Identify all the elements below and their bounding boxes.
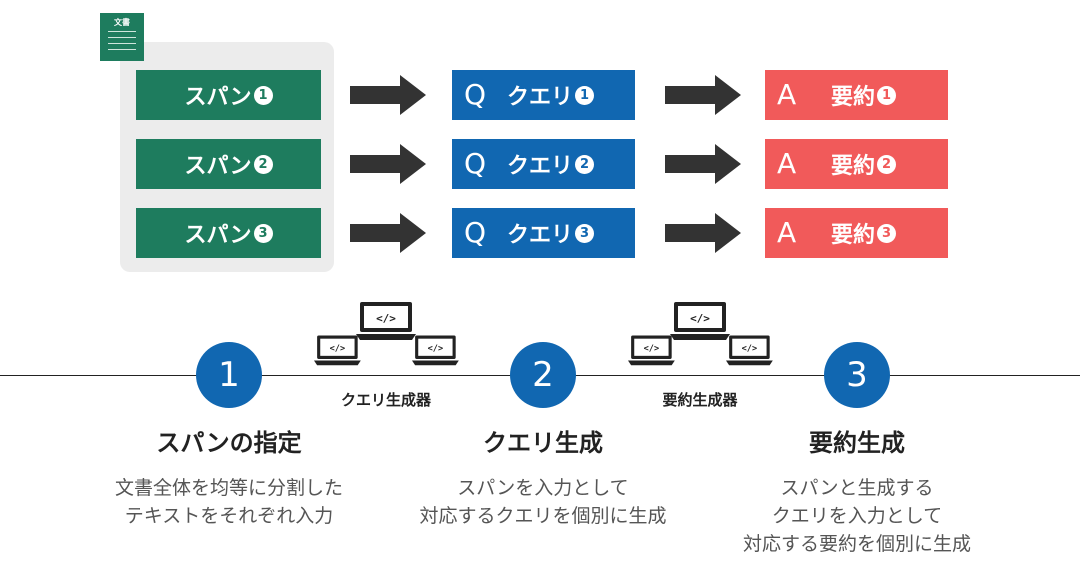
arrow-right-icon (350, 144, 426, 184)
summary-label: 要約 (830, 154, 875, 179)
step-desc-line: 対応する要約を個別に生成 (742, 533, 971, 555)
query-number: 3 (575, 223, 594, 243)
document-icon-label: 文書 (114, 18, 130, 27)
step-desc-line: スパンを入力として (457, 477, 629, 499)
code-glyph: </> (376, 312, 396, 325)
step-circle-1: 1 (196, 342, 262, 408)
query-q-icon: Q (464, 147, 487, 180)
summary-number: 1 (877, 85, 896, 105)
step-title-2: クエリ生成 (483, 429, 603, 457)
step-desc-line: 対応するクエリを個別に生成 (419, 505, 667, 527)
span-label: スパン (184, 223, 252, 248)
summary-label: 要約 (830, 85, 875, 110)
arrow-right-icon (350, 213, 426, 253)
document-icon: 文書 (100, 13, 144, 61)
code-glyph: </> (742, 344, 758, 354)
summary-number: 3 (877, 223, 896, 243)
summary-a-icon: A (777, 216, 797, 249)
step-title-3: 要約生成 (809, 429, 905, 457)
query-label: クエリ (506, 85, 573, 110)
step-title-1: スパンの指定 (156, 429, 302, 457)
code-glyph: </> (690, 312, 710, 325)
summary-label: 要約 (830, 223, 875, 248)
arrow-right-icon (665, 75, 741, 115)
span-number: 1 (253, 85, 273, 105)
arrow-right-icon (350, 75, 426, 115)
summary-number: 2 (877, 154, 896, 174)
summary-a-icon: A (777, 147, 797, 180)
query-label: クエリ (506, 223, 573, 248)
span-label: スパン (184, 154, 252, 179)
code-glyph: </> (428, 344, 444, 354)
query-q-icon: Q (464, 216, 487, 249)
step-circle-2: 2 (510, 342, 576, 408)
step-desc-line: テキストをそれぞれ入力 (124, 505, 334, 527)
laptop-group-icon: </> </> </> (628, 302, 773, 366)
summary-a-icon: A (777, 78, 797, 111)
query-number: 1 (575, 85, 594, 105)
span-label: スパン (184, 85, 252, 110)
step-desc-line: 文書全体を均等に分割した (114, 477, 343, 499)
step-desc-2: スパンを入力として 対応するクエリを個別に生成 (383, 474, 703, 530)
summary-generator-label: 要約生成器 (662, 391, 738, 409)
laptop-group-icon: </> </> </> (314, 302, 459, 366)
step-desc-line: スパンと生成する (780, 477, 934, 499)
step-desc-1: 文書全体を均等に分割した テキストをそれぞれ入力 (69, 474, 389, 530)
query-label: クエリ (506, 154, 573, 179)
step-desc-3: スパンと生成する クエリを入力として 対応する要約を個別に生成 (697, 474, 1017, 558)
span-number: 3 (253, 223, 273, 243)
arrow-right-icon (665, 144, 741, 184)
query-q-icon: Q (464, 78, 487, 111)
code-glyph: </> (330, 344, 346, 354)
query-number: 2 (575, 154, 594, 174)
step-circle-3: 3 (824, 342, 890, 408)
span-number: 2 (253, 154, 273, 174)
code-glyph: </> (644, 344, 660, 354)
step-desc-line: クエリを入力として (771, 505, 943, 527)
query-generator-label: クエリ生成器 (340, 391, 431, 409)
arrow-right-icon (665, 213, 741, 253)
